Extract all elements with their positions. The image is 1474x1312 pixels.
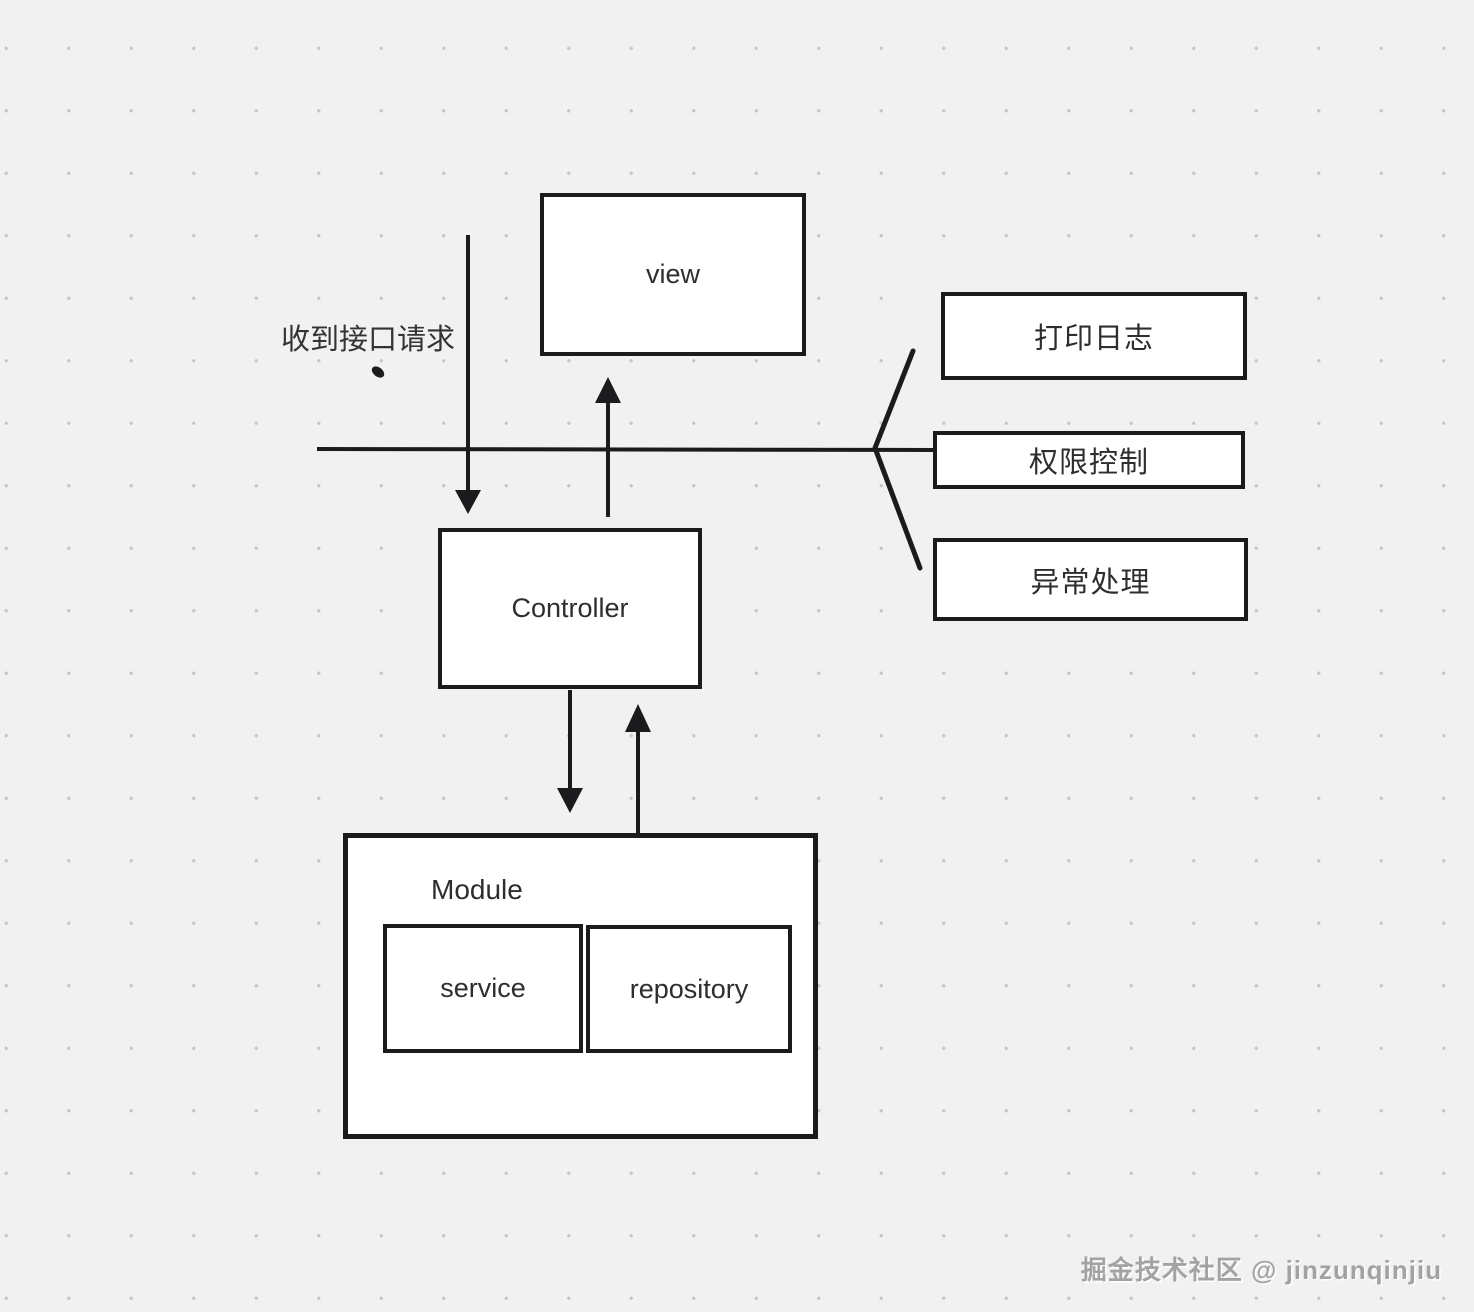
node-exception-handling: 异常处理 [933, 538, 1248, 621]
node-module: Module service repository [343, 833, 818, 1139]
incoming-request-label: 收到接口请求 [281, 324, 456, 356]
node-permission-control: 权限控制 [933, 431, 1245, 489]
arrow-module-to-controller-head [625, 704, 651, 732]
node-service-label: service [440, 973, 526, 1003]
node-view: view [540, 193, 806, 356]
fishbone-spine [316, 447, 935, 452]
fishbone-branch-upper [872, 348, 916, 451]
arrow-request-to-controller-head [455, 490, 481, 514]
node-service: service [383, 924, 583, 1053]
node-controller: Controller [438, 528, 702, 689]
node-controller-label: Controller [511, 593, 629, 623]
node-repository: repository [586, 925, 792, 1053]
node-permission-control-label: 权限控制 [1028, 447, 1149, 479]
node-repository-label: repository [629, 973, 749, 1004]
node-module-label: Module [431, 874, 523, 905]
watermark: 掘金技术社区 @ jinzunqinjiu [1080, 1255, 1442, 1285]
fishbone-branch-lower [872, 445, 923, 571]
comma-mark [371, 366, 385, 378]
node-print-log-label: 打印日志 [1033, 323, 1154, 355]
node-print-log: 打印日志 [941, 292, 1247, 380]
node-exception-handling-label: 异常处理 [1030, 566, 1151, 599]
arrow-controller-to-view-head [595, 377, 621, 403]
node-view-label: view [645, 259, 700, 289]
arrow-controller-to-module-head [557, 788, 583, 813]
